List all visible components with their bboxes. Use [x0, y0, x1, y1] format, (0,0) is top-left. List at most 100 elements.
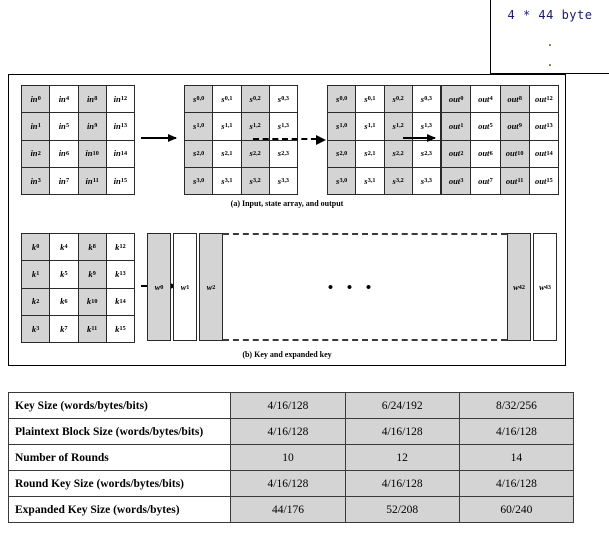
annotation-note-text: 4 * 44 byte	[507, 8, 593, 22]
table-cell-col2: 52/208	[344, 496, 460, 523]
caption-part-b: (b) Key and expanded key	[242, 350, 332, 359]
table-cell-col1: 10	[230, 444, 346, 471]
table-row-label: Number of Rounds	[7, 444, 232, 471]
table-cell-col1: 4/16/128	[230, 392, 346, 419]
table-row-label: Round Key Size (words/bytes/bits)	[7, 470, 232, 497]
table-row: Plaintext Block Size (words/bytes/bits)4…	[7, 418, 575, 445]
table-cell-col3: 14	[458, 444, 575, 471]
table-cell-col1: 4/16/128	[230, 418, 346, 445]
table-row-label: Plaintext Block Size (words/bytes/bits)	[7, 418, 232, 445]
caption-part-a: (a) Input, state array, and output	[230, 199, 344, 208]
annotation-note-dot-2: .	[546, 55, 554, 69]
table-cell-col2: 12	[344, 444, 460, 471]
expanded-key-dash-top	[223, 233, 507, 235]
arrow-input-to-state	[141, 133, 177, 142]
expanded-key-ellipsis: • • •	[327, 280, 377, 296]
table-cell-col2: 4/16/128	[344, 470, 460, 497]
table-cell-col3: 8/32/256	[458, 392, 575, 419]
table-cell-col3: 60/240	[458, 496, 575, 523]
expanded-key-dash-bottom	[223, 339, 507, 341]
annotation-note-dot-1: .	[546, 35, 554, 49]
annotation-note-box: 4 * 44 byte . .	[490, 0, 609, 74]
table-row: Round Key Size (words/bytes/bits)4/16/12…	[7, 470, 575, 497]
table-cell-col1: 4/16/128	[230, 470, 346, 497]
table-cell-col2: 6/24/192	[344, 392, 460, 419]
table-cell-col3: 4/16/128	[458, 470, 575, 497]
table-cell-col1: 44/176	[230, 496, 346, 523]
table-row-label: Key Size (words/bytes/bits)	[7, 392, 232, 419]
table-row-label: Expanded Key Size (words/bytes)	[7, 496, 232, 523]
